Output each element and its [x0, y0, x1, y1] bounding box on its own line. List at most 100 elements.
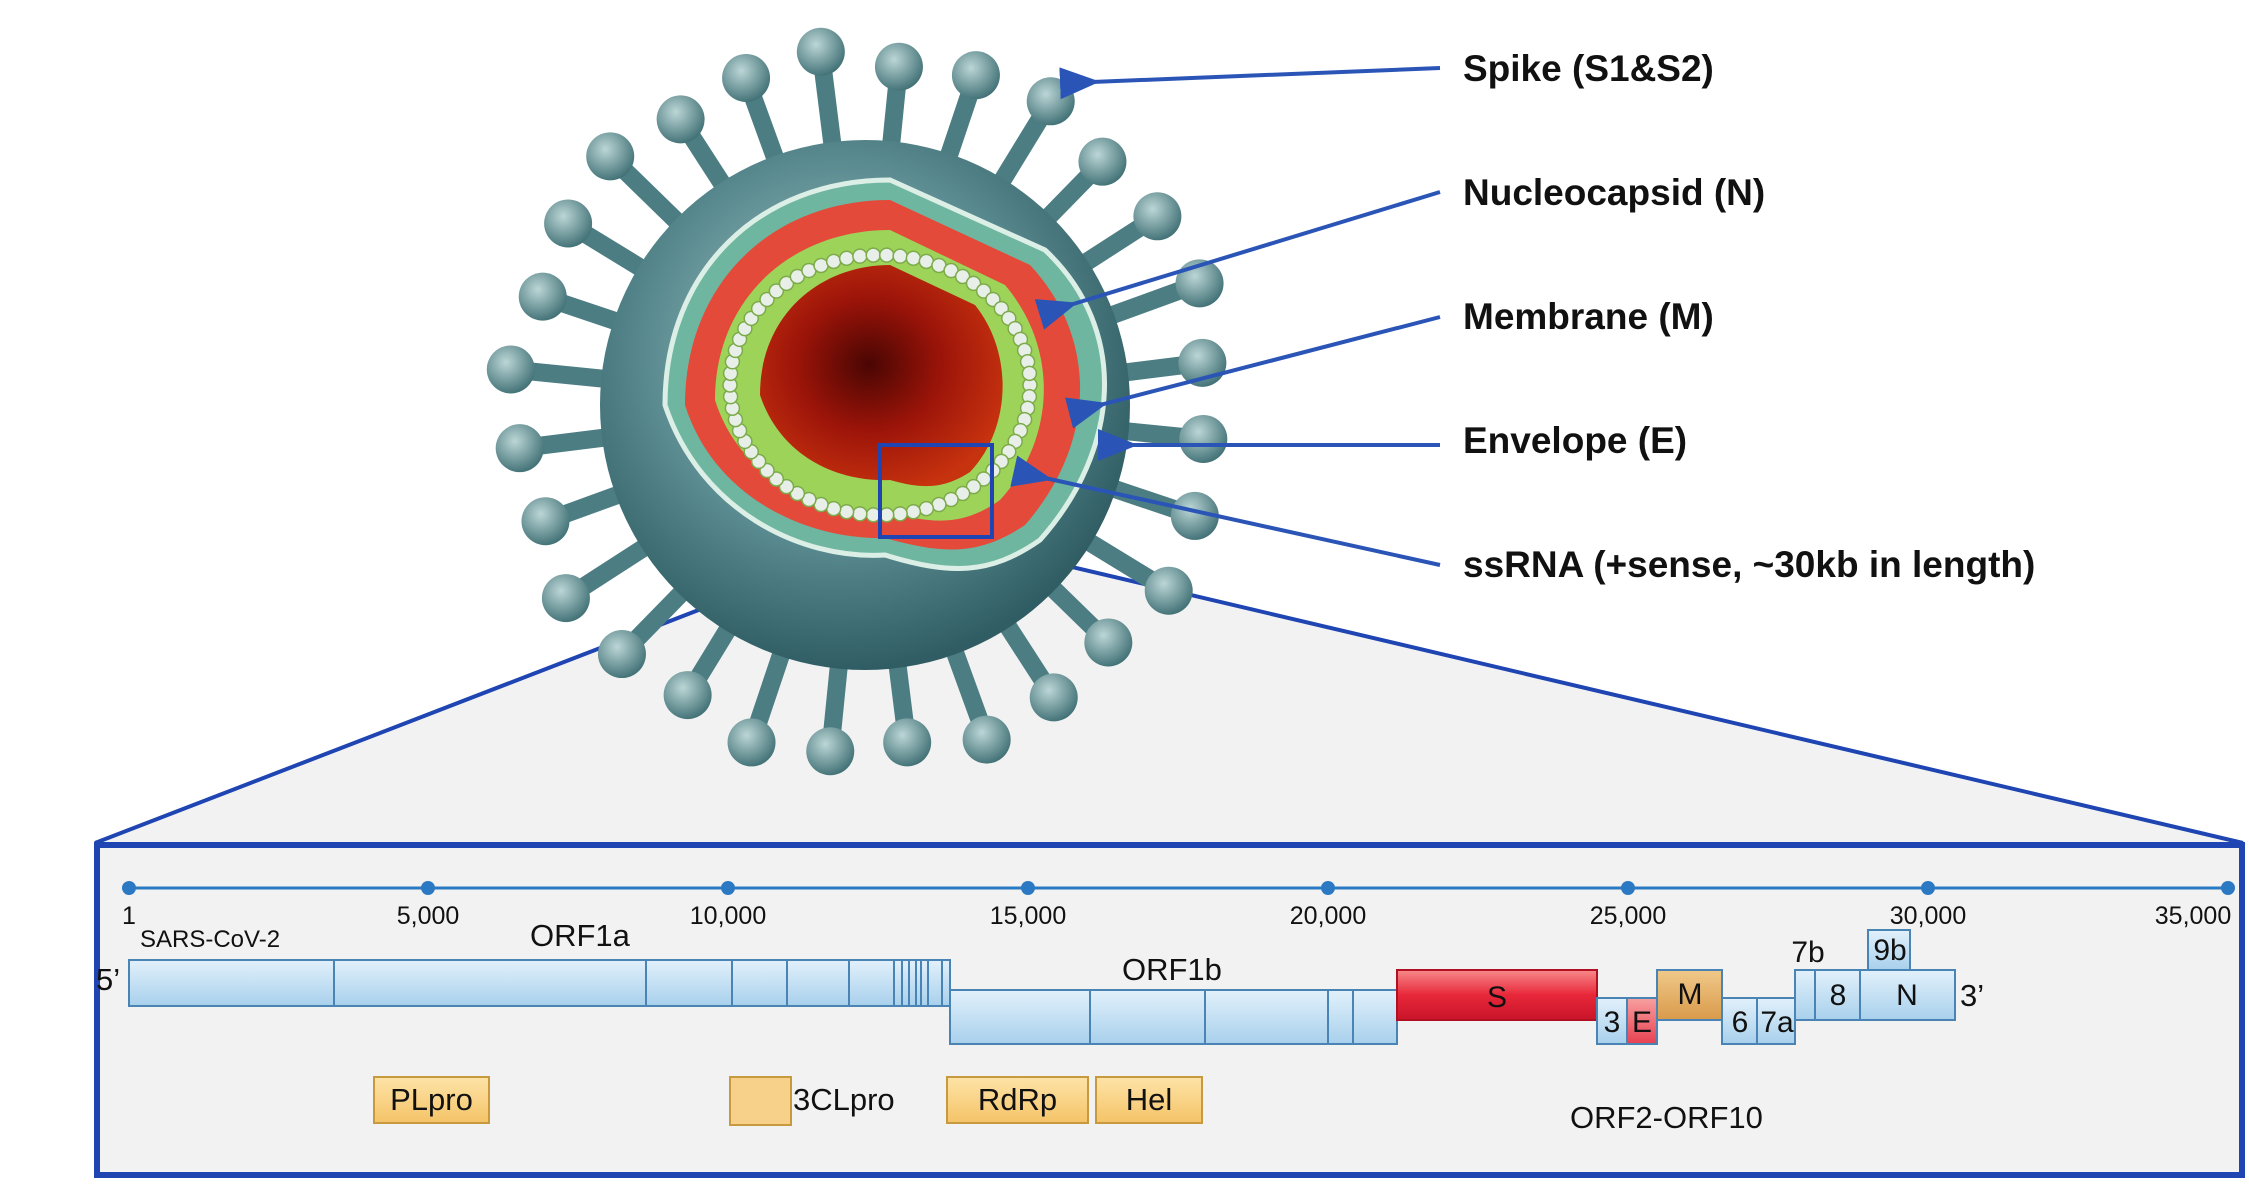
arrow-ssrna: [1010, 455, 1441, 567]
gene-orf6-label: 6: [1731, 1006, 1749, 1039]
gene-e-box: [1626, 997, 1658, 1045]
spike-head: [1175, 259, 1224, 308]
gene-n-box: [1859, 969, 1956, 1021]
arrow-membrane: [1065, 315, 1441, 429]
three-prime-end: 3’: [1960, 978, 1985, 1013]
spike-head: [883, 718, 932, 767]
spike-head: [1078, 137, 1127, 186]
gene-m-label: M: [1677, 978, 1703, 1011]
spike-head: [495, 424, 544, 473]
rdrp-box: RdRp: [946, 1076, 1089, 1124]
spike-head: [1026, 77, 1075, 126]
spike-head: [1084, 618, 1133, 667]
gene-s-label: S: [1486, 981, 1508, 1014]
nucleocapsid-bead: [865, 247, 882, 263]
nucleocapsid-bead: [954, 268, 971, 285]
gene-orf8-box: [1814, 969, 1861, 1021]
nucleocapsid-bead: [1021, 365, 1038, 382]
zoom-line-right: [999, 548, 2244, 845]
tick-label: 25,000: [1589, 902, 1667, 930]
spike-head: [541, 574, 590, 623]
axis-tick-dot: [721, 881, 735, 895]
gene-orf7b-box: [1794, 969, 1816, 1021]
spike-head: [521, 497, 570, 546]
tick-label: 20,000: [1289, 902, 1367, 930]
nucleocapsid-bead: [918, 500, 935, 517]
orf1b-segments: [949, 989, 1398, 1045]
nucleocapsid-bead: [778, 275, 795, 292]
nucleocapsid-bead: [878, 247, 895, 263]
nucleocapsid-bead: [905, 250, 922, 267]
nucleocapsid-bead: [905, 503, 922, 520]
orf1a-label: ORF1a: [530, 918, 630, 953]
axis-tick-dot: [1021, 881, 1035, 895]
label-spike: Spike (S1&S2): [1463, 48, 1714, 89]
label-membrane: Membrane (M): [1463, 296, 1714, 337]
nucleocapsid-beads: [722, 247, 1038, 523]
nucleocapsid-bead: [965, 478, 982, 495]
tick-label: 15,000: [989, 902, 1067, 930]
axis-tick-dot: [1621, 881, 1635, 895]
spike-head: [962, 715, 1011, 764]
label-ssrna: ssRNA (+sense, ~30kb in length): [1463, 544, 2036, 585]
spike-head: [722, 53, 771, 102]
organism-label: SARS-CoV-2: [140, 926, 281, 953]
orf1b-label: ORF1b: [1122, 952, 1222, 987]
plpro-box: PLpro: [373, 1076, 490, 1124]
nucleocapsid-bead: [838, 503, 855, 520]
spike-proteins: [486, 27, 1228, 776]
gene-orf9b-label: 9b: [1873, 934, 1907, 967]
nucleocapsid-bead: [825, 253, 842, 270]
label-envelope: Envelope (E): [1463, 420, 1688, 461]
tick-label: 30,000: [1889, 902, 1967, 930]
spike-head: [951, 51, 1000, 100]
nucleocapsid-bead: [778, 478, 795, 495]
gene-orf3-box: [1596, 997, 1628, 1045]
orf2-orf10-label: ORF2-ORF10: [1570, 1100, 1763, 1135]
arrow-spike: [1059, 66, 1441, 100]
five-prime-end: 5’: [96, 962, 121, 997]
gene-orf9b-box: [1867, 929, 1911, 971]
spike-head: [586, 132, 635, 181]
spike-head: [1029, 673, 1078, 722]
arrow-nucleocapsid: [1034, 190, 1441, 330]
nucleocapsid-bead: [892, 248, 908, 264]
virion-interior: [760, 265, 1003, 487]
tick-label: 35,000: [2154, 902, 2232, 930]
nucleocapsid-bead: [789, 485, 806, 502]
nucleocapsid-bead: [838, 250, 855, 267]
spike-head: [656, 95, 705, 144]
nucleocapsid-bead: [852, 248, 868, 264]
axis-tick-dot: [421, 881, 435, 895]
spike-head: [727, 718, 776, 767]
spike-head: [1133, 192, 1182, 241]
tick-label: 10,000: [689, 902, 767, 930]
zoom-region-box: [878, 443, 994, 539]
clpro-label: 3CLpro: [793, 1082, 895, 1117]
spike-head: [1179, 414, 1228, 463]
spike-head: [874, 42, 923, 91]
gene-orf6-box: [1721, 997, 1758, 1045]
nucleocapsid-bead: [852, 506, 868, 522]
zoom-projection: [95, 540, 2243, 843]
spike-head: [1144, 566, 1193, 615]
gene-e-label: E: [1631, 1006, 1653, 1039]
gene-orf7a-label: 7a: [1760, 1006, 1794, 1039]
spike-head: [486, 345, 535, 394]
gene-n-label: N: [1896, 979, 1918, 1012]
axis-ticks: [122, 881, 2235, 895]
nucleocapsid-bead: [965, 275, 982, 292]
gene-orf7a-box: [1756, 997, 1796, 1045]
spike-head: [597, 630, 646, 679]
nucleocapsid-bead: [892, 506, 908, 522]
tick-label: 5,000: [396, 902, 460, 930]
axis-tick-dot: [1921, 881, 1935, 895]
spike-head: [1170, 491, 1219, 540]
axis-tick-dot: [122, 881, 136, 895]
gene-orf3-label: 3: [1603, 1006, 1621, 1039]
gene-orf7b-label: 7b: [1791, 936, 1825, 969]
axis-tick-dot: [1321, 881, 1335, 895]
hel-box: Hel: [1095, 1076, 1203, 1124]
nucleocapsid-bead: [768, 283, 785, 299]
spike-head: [796, 27, 845, 76]
